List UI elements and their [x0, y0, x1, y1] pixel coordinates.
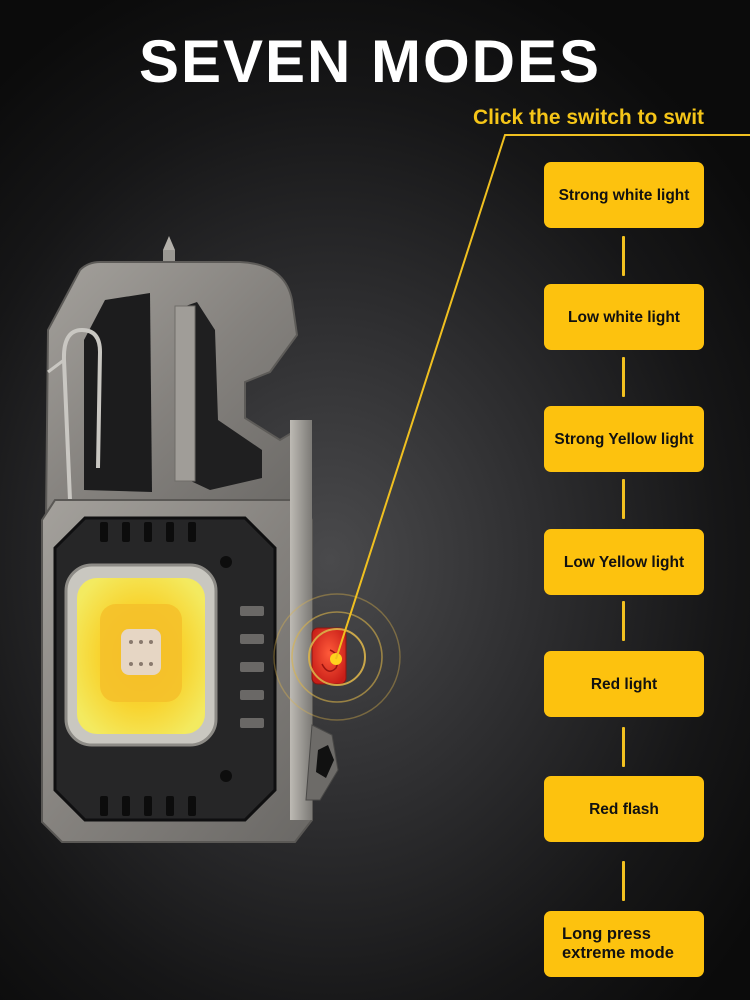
mode-label: Strong Yellow light [554, 430, 694, 448]
mode-strong-yellow-light: Strong Yellow light [544, 406, 704, 472]
mode-connector [622, 479, 625, 519]
mode-connector [622, 357, 625, 397]
mode-label: Long press extreme mode [562, 925, 674, 962]
mode-label: Strong white light [558, 186, 690, 204]
switch-ripple-rings [273, 593, 401, 721]
mode-low-white-light: Low white light [544, 284, 704, 350]
mode-label: Red flash [589, 800, 659, 818]
red-led-chip [121, 629, 161, 675]
mode-strong-white-light: Strong white light [544, 162, 704, 228]
mode-connector [622, 601, 625, 641]
glass-breaker-tip-icon [163, 236, 175, 264]
mode-connector [622, 236, 625, 276]
mode-red-light: Red light [544, 651, 704, 717]
switch-leader-line [335, 134, 750, 660]
switch-instruction-text: Click the switch to swit [473, 106, 705, 129]
mode-red-flash: Red flash [544, 776, 704, 842]
page-title: SEVEN MODES [138, 28, 602, 95]
mode-label: Low white light [568, 308, 680, 326]
mode-connector [622, 861, 625, 901]
mode-connector [622, 727, 625, 767]
carabiner-clip [61, 327, 103, 501]
mode-label: Low Yellow light [563, 553, 685, 571]
mode-low-yellow-light: Low Yellow light [544, 529, 704, 595]
mode-long-press-extreme: Long press extreme mode [544, 911, 704, 977]
mode-label: Red light [590, 675, 658, 693]
